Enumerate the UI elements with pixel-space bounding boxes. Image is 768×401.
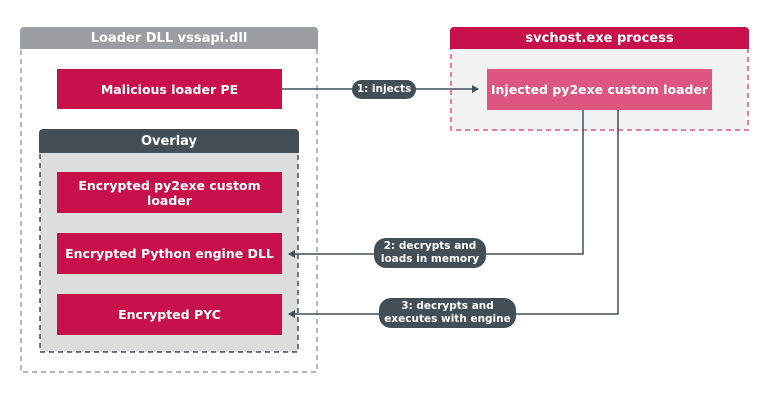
encrypted-pyc-box: Encrypted PYC [57,294,282,335]
edge-label-injects-text: 1: injects [356,83,412,95]
edge-decrypts-loads [288,110,584,258]
edge-label-decrypts-loads-line1: 2: decrypts and [383,240,477,252]
edge-label-decrypts-loads: 2: decrypts and loads in memory [374,238,486,268]
overlay-title: Overlay [39,129,299,153]
malicious-loader-box: Malicious loader PE [57,69,282,109]
encrypted-engine-dll-box: Encrypted Python engine DLL [57,233,282,274]
edge-label-decrypts-executes-line1: 3: decrypts and [401,300,494,312]
svchost-panel-title: svchost.exe process [450,27,749,49]
edge-label-decrypts-executes-line2: executes with engine [384,313,511,325]
encrypted-custom-loader-box: Encrypted py2exe custom loader [57,172,282,213]
edge-label-decrypts-executes: 3: decrypts and executes with engine [379,298,516,328]
edge-decrypts-executes [288,110,619,318]
edge-label-decrypts-loads-line2: loads in memory [380,253,480,265]
edge-label-injects: 1: injects [352,80,416,99]
injected-loader-box: Injected py2exe custom loader [487,69,712,110]
loader-panel-title: Loader DLL vssapi.dll [20,27,318,49]
